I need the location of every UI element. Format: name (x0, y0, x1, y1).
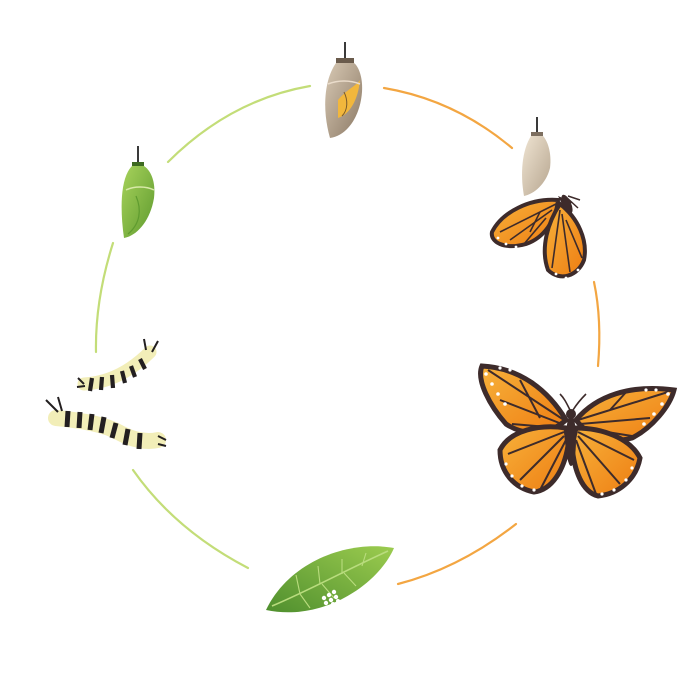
dark-chrysalis-icon (325, 42, 363, 138)
cycle-arcs (94, 84, 601, 586)
arc-adult-to-eggs (396, 522, 518, 586)
large-caterpillar (45, 396, 167, 450)
arc-mature-to-emerging (382, 86, 514, 150)
arc-caterpillar-to-chrysalis (94, 241, 115, 354)
wing-spots (484, 366, 670, 496)
caterpillar-icon (45, 338, 167, 450)
emerging-butterfly-icon (489, 117, 587, 280)
monarch-butterfly-icon (478, 363, 678, 499)
arc-emerging-to-adult (592, 280, 601, 368)
hanging-butterfly (489, 194, 587, 280)
butterfly-body (566, 414, 576, 466)
arc-chrysalis-to-mature (166, 84, 312, 164)
egg-cluster (321, 589, 340, 606)
wing-veins (487, 369, 669, 495)
eggs-on-leaf-icon (266, 546, 394, 613)
green-chrysalis-icon (121, 146, 155, 238)
small-caterpillar (76, 338, 159, 392)
arc-eggs-to-caterpillar (131, 468, 250, 570)
